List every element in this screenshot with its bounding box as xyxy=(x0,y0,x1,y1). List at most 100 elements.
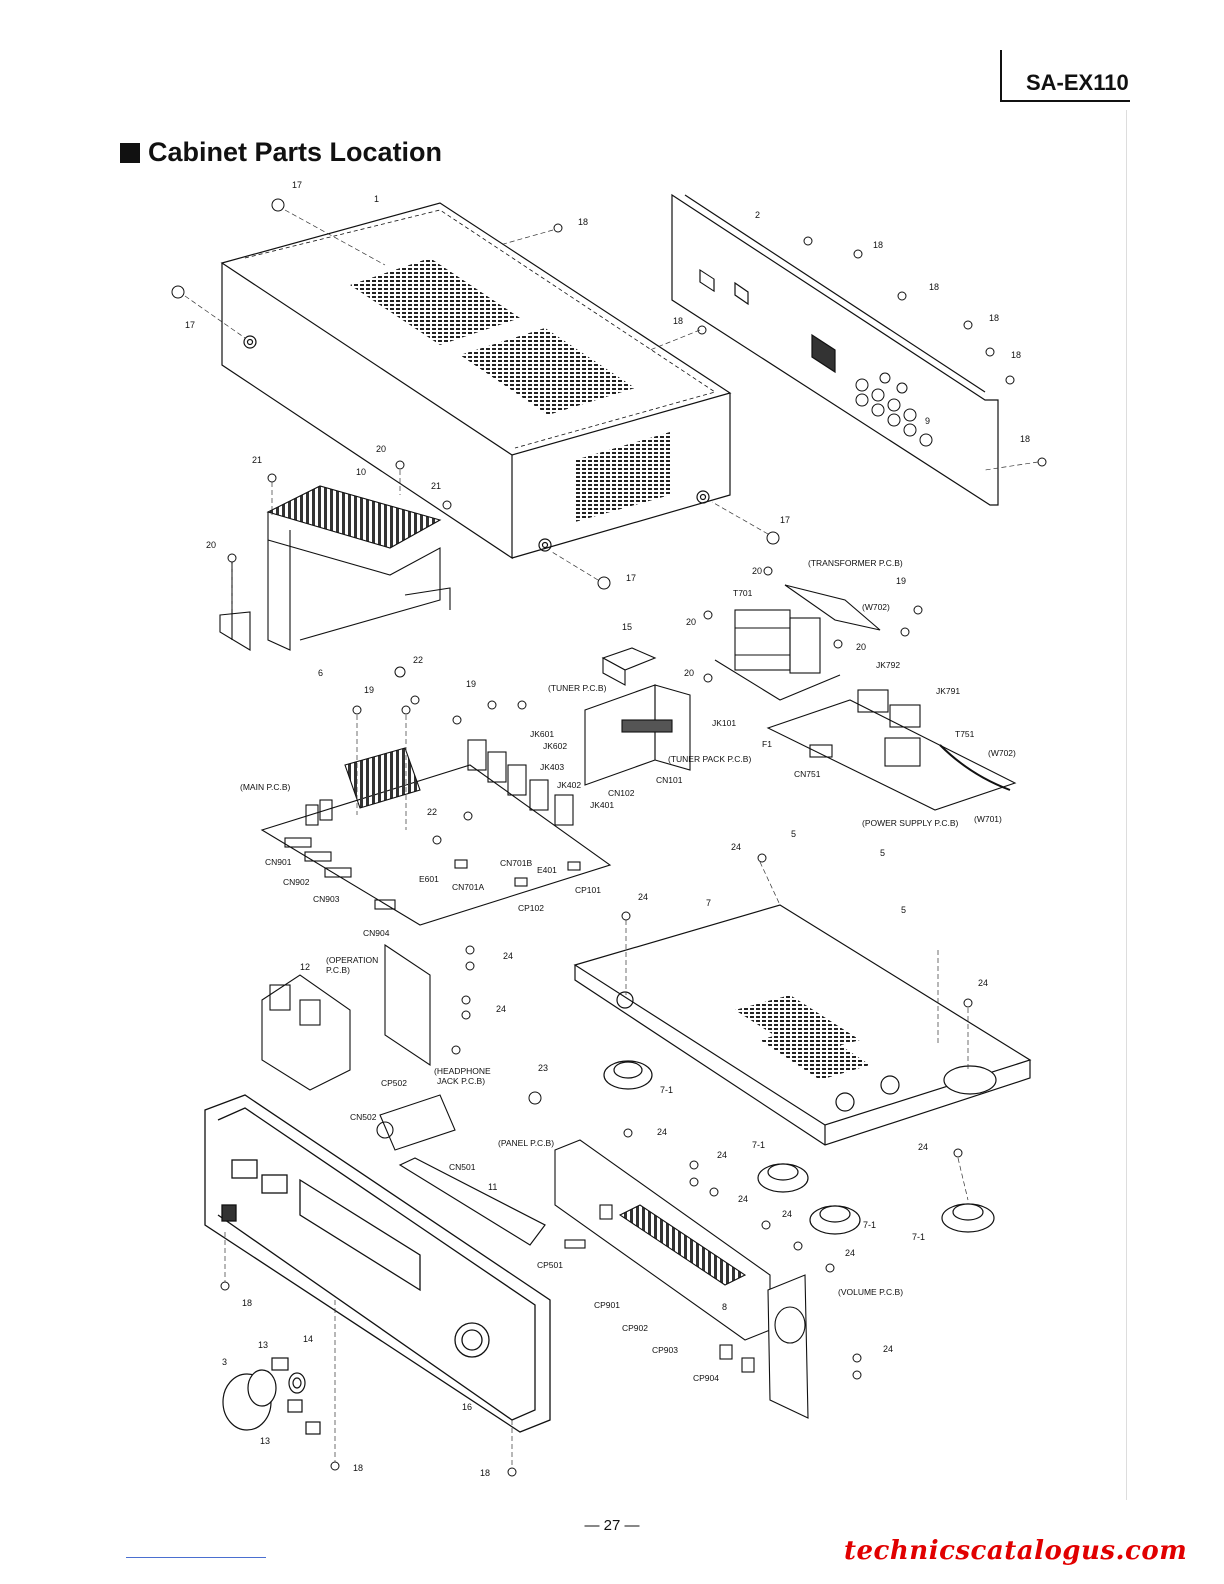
part-number-19-b: 19 xyxy=(466,679,476,689)
label-cn701b: CN701B xyxy=(500,858,532,868)
label-headphone-pcb-1: (HEADPHONE xyxy=(434,1066,491,1076)
label-tuner-pcb: (TUNER P.C.B) xyxy=(548,683,607,693)
part-number-24-j: 24 xyxy=(782,1209,792,1219)
page-edge-line xyxy=(1126,110,1127,1500)
part-number-7-1-d: 7-1 xyxy=(912,1232,925,1242)
part-number-12: 12 xyxy=(300,962,310,972)
part-number-21-a: 21 xyxy=(252,455,262,465)
part-number-18-a: 18 xyxy=(578,217,588,227)
part-number-7: 7 xyxy=(706,898,711,908)
label-t701: T701 xyxy=(733,588,753,598)
part-number-24-i: 24 xyxy=(738,1194,748,1204)
label-operation-pcb-2: P.C.B) xyxy=(326,965,350,975)
label-tuner-pack-pcb: (TUNER PACK P.C.B) xyxy=(668,754,751,764)
operation-pcb xyxy=(261,943,431,1091)
part-number-17-a: 17 xyxy=(292,180,302,190)
part-number-17-d: 17 xyxy=(626,573,636,583)
part-number-11: 11 xyxy=(488,1182,497,1192)
label-jk791: JK791 xyxy=(936,686,960,696)
part-number-20-b: 20 xyxy=(206,540,216,550)
label-jk401: JK401 xyxy=(590,800,614,810)
label-power-supply-pcb: (POWER SUPPLY P.C.B) xyxy=(862,818,959,828)
label-transformer-pcb: (TRANSFORMER P.C.B) xyxy=(808,558,903,568)
part-number-5-c: 5 xyxy=(901,905,906,915)
part-number-19-a: 19 xyxy=(364,685,374,695)
part-number-24-d: 24 xyxy=(496,1004,506,1014)
part-number-24-c: 24 xyxy=(503,951,513,961)
label-w702-top: (W702) xyxy=(862,602,890,612)
label-cp102: CP102 xyxy=(518,903,544,913)
part-number-7-1-b: 7-1 xyxy=(752,1140,765,1150)
front-panel xyxy=(204,1094,551,1433)
part-number-16: 16 xyxy=(462,1402,472,1412)
part-number-18-b: 18 xyxy=(873,240,883,250)
label-headphone-pcb-2: JACK P.C.B) xyxy=(437,1076,485,1086)
part-number-23: 23 xyxy=(538,1063,548,1073)
label-w701: (W701) xyxy=(974,814,1002,824)
part-number-9: 9 xyxy=(925,416,930,426)
part-numbers: 1 2 3 5 5 5 6 7 7-1 7-1 7-1 7-1 8 9 10 1… xyxy=(185,180,1030,1478)
page-title-text: Cabinet Parts Location xyxy=(148,137,443,167)
model-header-frame xyxy=(1000,50,1130,102)
part-number-8: 8 xyxy=(722,1302,727,1312)
power-supply-pcb xyxy=(766,689,1017,811)
label-cp901: CP901 xyxy=(594,1300,620,1310)
part-number-20-f: 20 xyxy=(684,668,694,678)
part-number-24-b: 24 xyxy=(638,892,648,902)
part-number-18-d: 18 xyxy=(673,316,683,326)
part-number-6: 6 xyxy=(318,668,323,678)
label-e601: E601 xyxy=(419,874,439,884)
model-number: SA-EX110 xyxy=(1026,70,1128,95)
label-e401: E401 xyxy=(537,865,557,875)
label-f1: F1 xyxy=(762,739,772,749)
part-number-18-g: 18 xyxy=(1020,434,1030,444)
label-cp502: CP502 xyxy=(381,1078,407,1088)
label-cn903: CN903 xyxy=(313,894,340,904)
label-jk601: JK601 xyxy=(530,729,554,739)
chassis xyxy=(573,904,1032,1146)
label-cn751: CN751 xyxy=(794,769,821,779)
part-number-1: 1 xyxy=(374,194,379,204)
label-cn701a: CN701A xyxy=(452,882,484,892)
part-number-20-e: 20 xyxy=(856,642,866,652)
top-cover xyxy=(220,202,732,560)
label-panel-pcb: (PANEL P.C.B) xyxy=(498,1138,554,1148)
part-number-15: 15 xyxy=(622,622,632,632)
footer-divider xyxy=(126,1557,266,1558)
label-cn501: CN501 xyxy=(449,1162,476,1172)
label-cp903: CP903 xyxy=(652,1345,678,1355)
part-number-24-f: 24 xyxy=(657,1127,667,1137)
part-number-17-c: 17 xyxy=(780,515,790,525)
part-number-7-1-c: 7-1 xyxy=(863,1220,876,1230)
rear-panel xyxy=(671,193,999,506)
part-number-18-h: 18 xyxy=(242,1298,252,1308)
tuner-pack xyxy=(584,647,691,786)
main-pcb xyxy=(260,739,612,926)
label-cn102: CN102 xyxy=(608,788,635,798)
transformer-assembly xyxy=(714,584,881,701)
heat-sink xyxy=(219,485,451,651)
label-jk402: JK402 xyxy=(557,780,581,790)
volume-knob xyxy=(222,1357,321,1435)
part-number-13-a: 13 xyxy=(258,1340,268,1350)
label-jk602: JK602 xyxy=(543,741,567,751)
label-cn904: CN904 xyxy=(363,928,390,938)
part-number-3: 3 xyxy=(222,1357,227,1367)
part-number-10: 10 xyxy=(356,467,366,477)
label-jk792: JK792 xyxy=(876,660,900,670)
watermark-link[interactable]: technicscatalogus.com xyxy=(844,1536,1188,1566)
feet xyxy=(603,1060,997,1235)
part-number-22-a: 22 xyxy=(413,655,423,665)
part-number-20-d: 20 xyxy=(686,617,696,627)
bullet-square-icon xyxy=(120,142,140,163)
part-number-24-l: 24 xyxy=(883,1344,893,1354)
part-number-24-h: 24 xyxy=(717,1150,727,1160)
part-number-22-b: 22 xyxy=(427,807,437,817)
part-number-5-b: 5 xyxy=(880,848,885,858)
label-cn101: CN101 xyxy=(656,775,683,785)
part-number-17-b: 17 xyxy=(185,320,195,330)
part-number-18-i: 18 xyxy=(353,1463,363,1473)
part-number-20-c: 20 xyxy=(752,566,762,576)
panel-pcb xyxy=(554,1139,771,1341)
